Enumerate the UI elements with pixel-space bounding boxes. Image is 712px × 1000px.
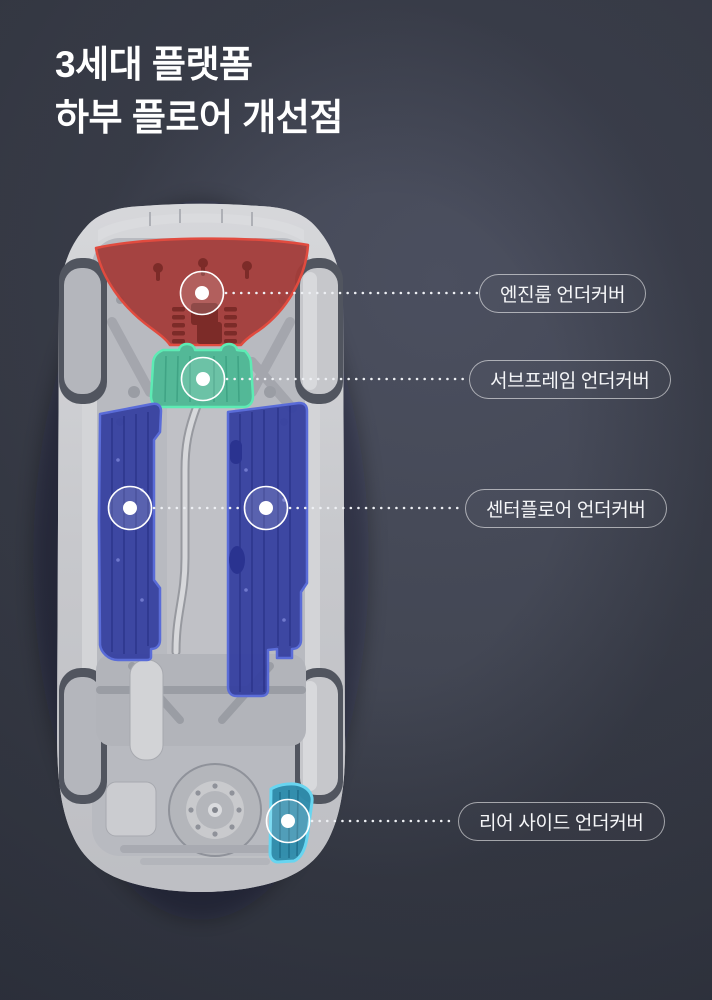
label-text-engine-room: 엔진룸 언더커버 [500, 285, 626, 306]
label-text-center-floor: 센터플로어 언더커버 [486, 500, 646, 521]
side-sill-right [305, 348, 320, 684]
rear-tank [105, 781, 157, 837]
spare-tire [168, 763, 262, 857]
front-suspension-arms [107, 317, 297, 413]
wheel-front-left [59, 258, 107, 404]
page-title-line-2: 하부 플로어 개선점 [55, 97, 343, 138]
marker-rear-side [265, 798, 311, 844]
rear-bumper-ridges [120, 845, 290, 865]
center-floor-left-ribs [111, 412, 149, 654]
marker-engine-room [179, 270, 225, 316]
rear-subframe [96, 654, 306, 746]
wheel-rear-right [295, 668, 343, 804]
engine-cover-details [153, 258, 252, 344]
front-bumper-notches [149, 209, 253, 226]
wheel-front-right [295, 258, 343, 404]
wheel-rear-left [59, 668, 107, 804]
center-floor-undercover-left-overlay [97, 402, 163, 662]
label-text-subframe: 서브프레임 언더커버 [490, 371, 650, 392]
marker-center-floor-right [243, 485, 289, 531]
center-floor-right-details [229, 440, 245, 574]
label-pill-engine-room: 엔진룸 언더커버 [479, 274, 647, 313]
marker-subframe [180, 356, 226, 402]
center-floor-undercover-right-overlay [226, 401, 309, 698]
page-title-line-1: 3세대 플랫폼 [55, 44, 253, 85]
page-title: 3세대 플랫폼 하부 플로어 개선점 [55, 38, 343, 144]
marker-center-floor-left [107, 485, 153, 531]
muffler [129, 659, 164, 761]
exhaust-pipe-highlight [173, 403, 200, 655]
label-pill-center-floor: 센터플로어 언더커버 [465, 489, 667, 528]
label-pill-rear-side: 리어 사이드 언더커버 [458, 802, 665, 841]
label-pill-subframe: 서브프레임 언더커버 [469, 360, 671, 399]
side-sill-left [82, 348, 97, 684]
label-text-rear-side: 리어 사이드 언더커버 [479, 813, 644, 834]
